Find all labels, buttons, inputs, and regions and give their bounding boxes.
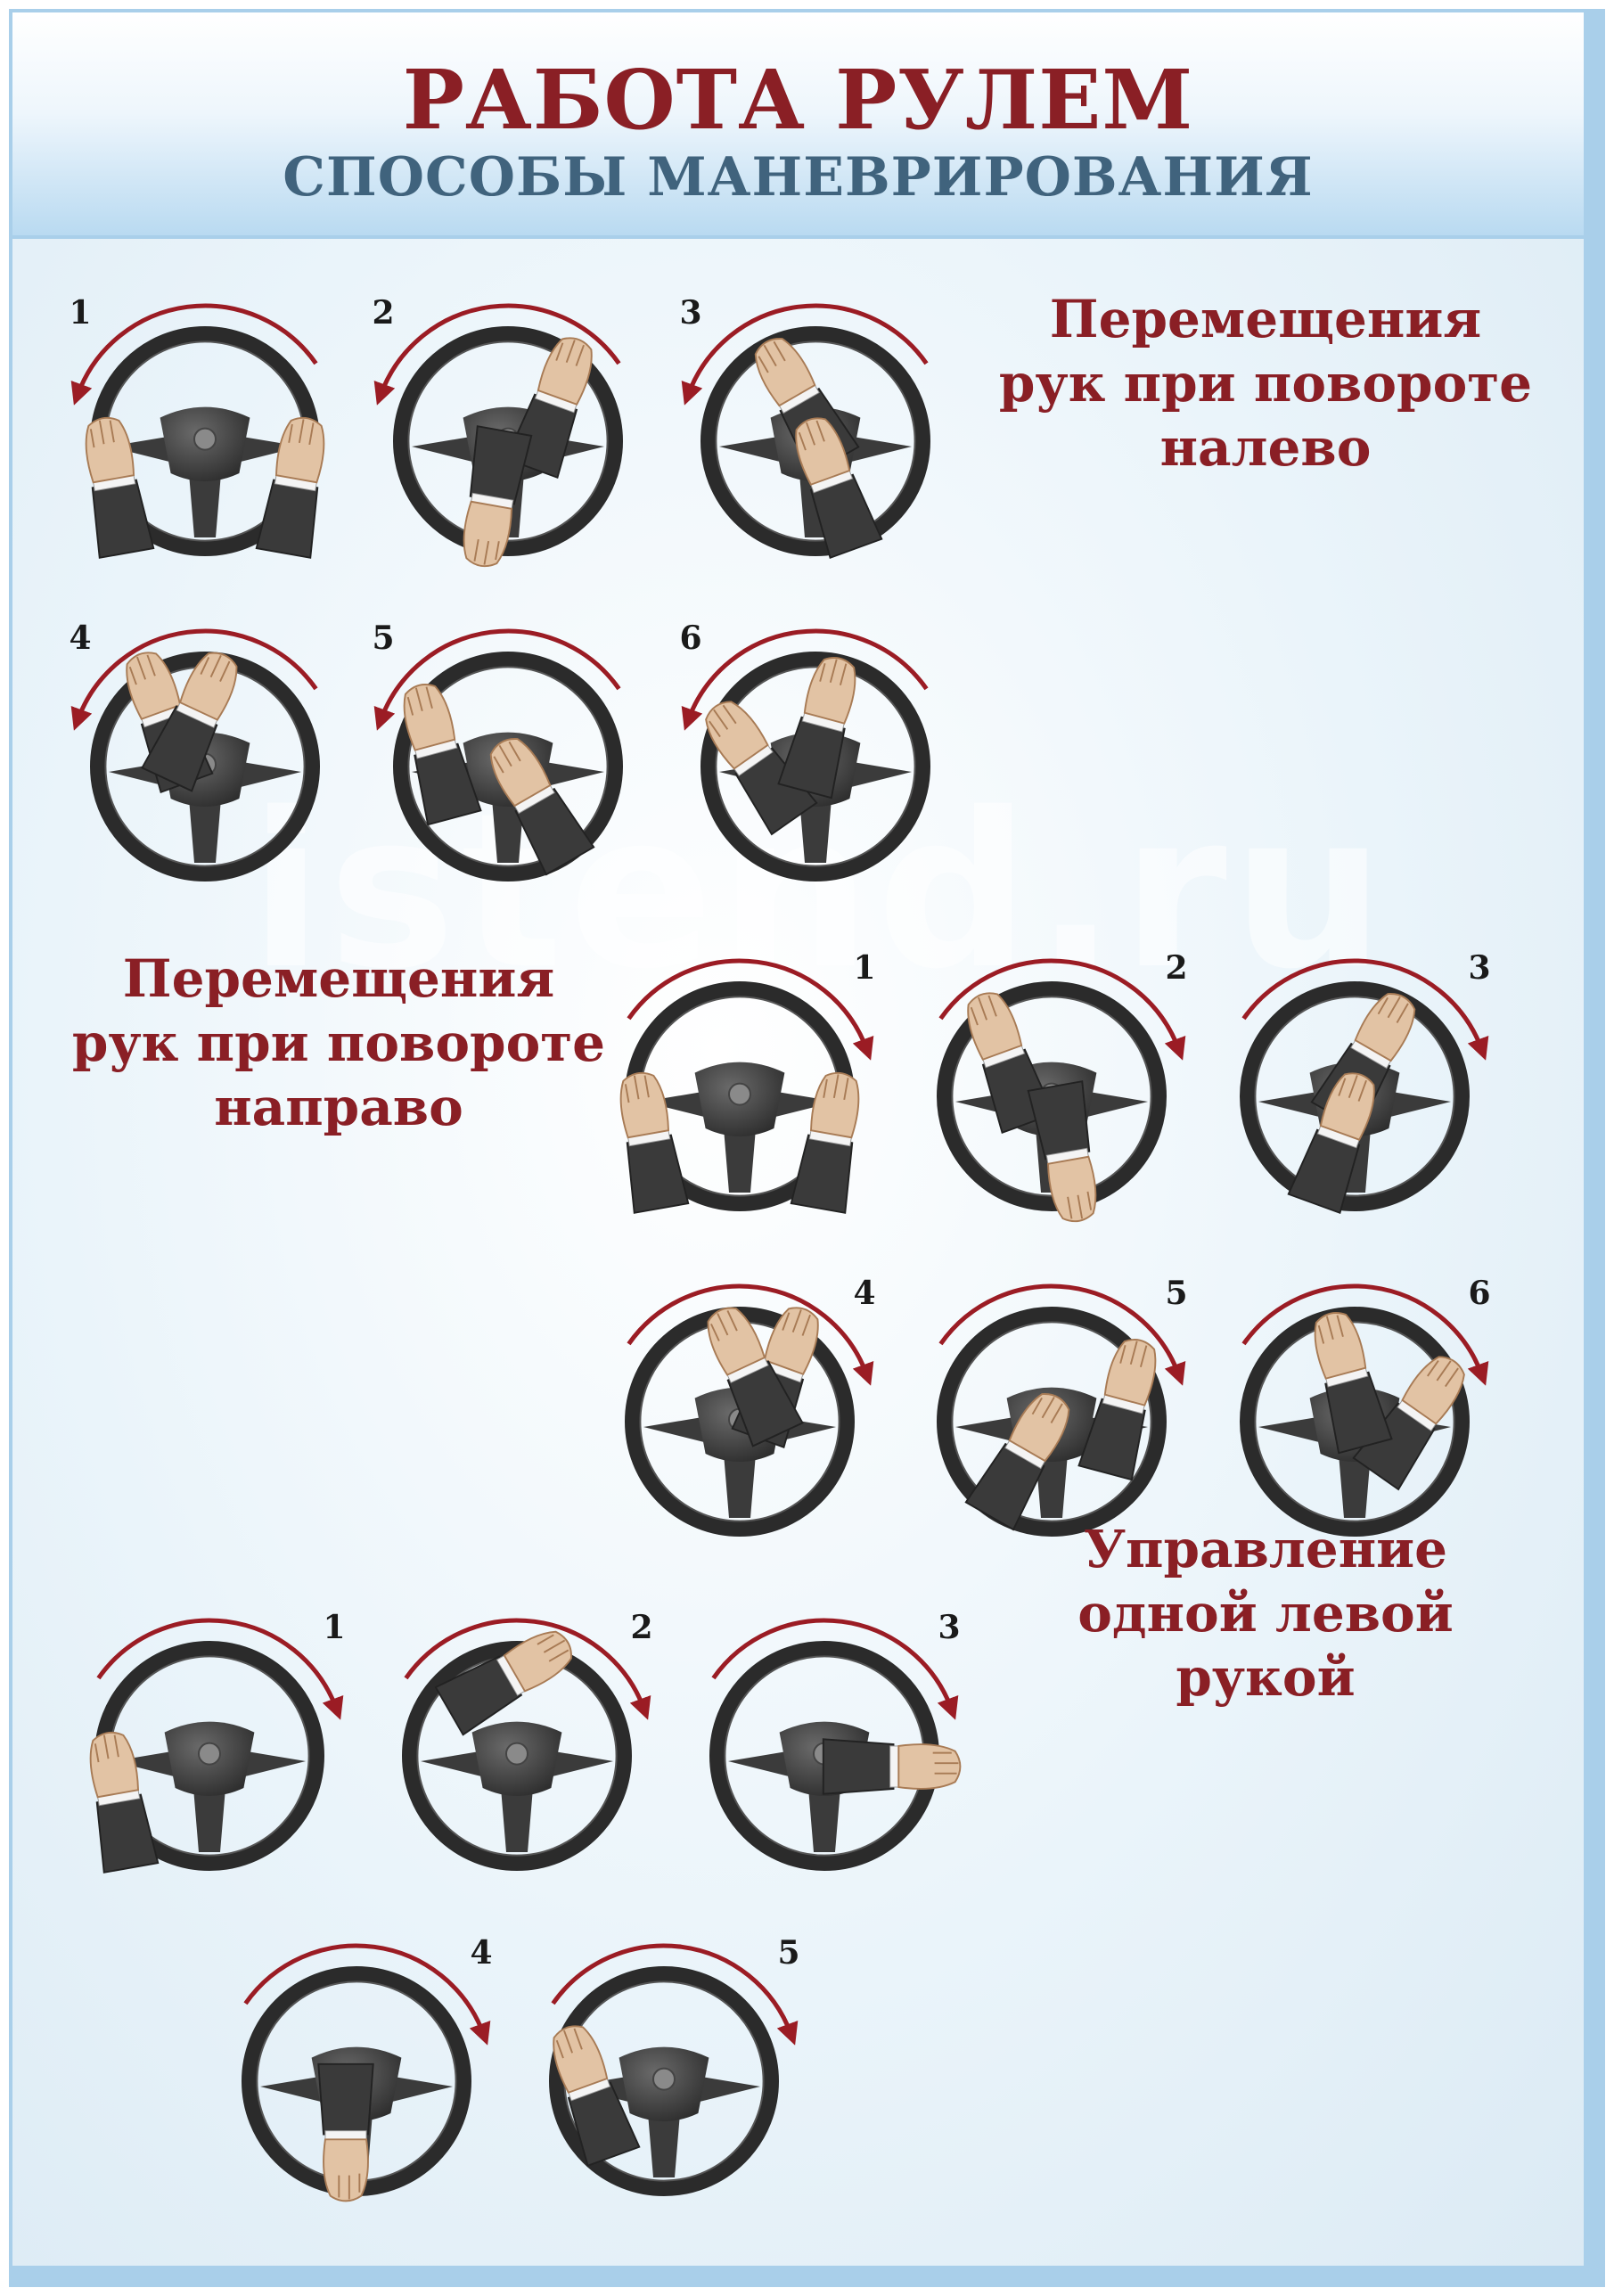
- step-number: 5: [372, 619, 394, 657]
- step-number: 3: [679, 294, 701, 332]
- step-number: 2: [630, 1609, 652, 1646]
- page-title: РАБОТА РУЛЕМ: [402, 52, 1194, 148]
- step-number: 5: [777, 1934, 799, 1972]
- wheel-right-step: 6: [1240, 1275, 1491, 1537]
- step-number: 4: [69, 619, 91, 657]
- caption-line: рук при повороте: [998, 353, 1533, 414]
- wheel-one-hand-step: 3: [709, 1609, 962, 1871]
- caption-line: налево: [1159, 417, 1372, 478]
- step-number: 1: [323, 1609, 345, 1646]
- step-number: 6: [1468, 1275, 1490, 1312]
- caption-line: рук при повороте: [71, 1013, 606, 1073]
- wheel-right-step: 2: [937, 949, 1188, 1223]
- wheel-right-step: 3: [1240, 949, 1491, 1215]
- step-number: 4: [853, 1275, 875, 1312]
- caption-right-turn: Перемещения рук при повороте направо: [45, 947, 633, 1139]
- content-panel: [12, 239, 1584, 2266]
- caption-line: Перемещения: [122, 948, 555, 1009]
- wheel-one-hand-step: 1: [89, 1609, 346, 1874]
- caption-line: направо: [214, 1077, 463, 1137]
- wheel-left-step: 4: [69, 619, 320, 882]
- step-number: 1: [853, 949, 875, 987]
- caption-line: одной левой: [1077, 1583, 1454, 1644]
- wheel-one-hand-step: 5: [549, 1934, 800, 2196]
- wheel-right-step: 1: [619, 949, 876, 1214]
- step-number: 4: [470, 1934, 492, 1972]
- wheel-left-step: 1: [69, 294, 325, 559]
- wheel-one-hand-step: 2: [402, 1609, 653, 1871]
- step-number: 1: [69, 294, 91, 332]
- wheel-left-step: 2: [372, 294, 623, 568]
- step-number: 2: [372, 294, 394, 332]
- caption-one-hand: Управление одной левой рукой: [971, 1517, 1560, 1710]
- wheel-right-step: 5: [937, 1275, 1188, 1537]
- wheel-one-hand-step: 4: [242, 1934, 493, 2202]
- caption-left-turn: Перемещения рук при повороте налево: [971, 287, 1560, 480]
- step-number: 5: [1165, 1275, 1187, 1312]
- step-number: 3: [938, 1609, 960, 1646]
- page-subtitle: СПОСОБЫ МАНЕВРИРОВАНИЯ: [283, 146, 1314, 209]
- caption-line: Управление: [1083, 1519, 1448, 1579]
- caption-line: Перемещения: [1049, 289, 1482, 349]
- wheel-left-step: 5: [372, 619, 623, 882]
- header-banner: РАБОТА РУЛЕМ СПОСОБЫ МАНЕВРИРОВАНИЯ: [12, 12, 1584, 235]
- wheel-left-step: 6: [679, 619, 930, 882]
- step-number: 6: [679, 619, 701, 657]
- wheel-left-step: 3: [679, 294, 930, 560]
- wheel-right-step: 4: [625, 1275, 876, 1537]
- step-number: 2: [1165, 949, 1187, 987]
- caption-line: рукой: [1176, 1647, 1356, 1708]
- step-number: 3: [1468, 949, 1490, 987]
